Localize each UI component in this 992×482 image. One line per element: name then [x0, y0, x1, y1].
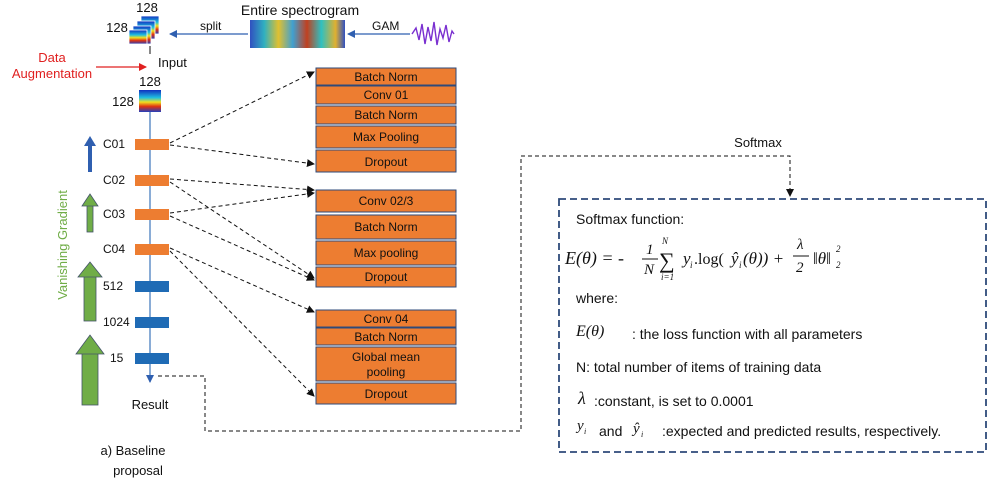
where-label: where:: [575, 290, 618, 306]
svg-text:∑: ∑: [659, 248, 675, 273]
connector-arrows: [169, 71, 315, 397]
layer-label-c04: C04: [103, 242, 125, 256]
svg-text:N: N: [643, 262, 655, 278]
split-spectrogram-stack: [128, 15, 160, 45]
lambda-description: :constant, is set to 0.0001: [594, 393, 754, 409]
y-subscript: i: [584, 427, 586, 436]
n-description: N: total number of items of training dat…: [576, 359, 821, 375]
gam-waveform-icon: [411, 20, 455, 48]
block1-layer-3: Batch Norm: [354, 108, 417, 122]
prediction-description: :expected and predicted results, respect…: [662, 423, 941, 439]
block3-layer-2: Batch Norm: [354, 330, 417, 344]
dim-128-left: 128: [106, 20, 128, 35]
svg-text:i: i: [739, 260, 742, 270]
vanishing-gradient-label: Vanishing Gradient: [55, 190, 70, 300]
block2-layer-2: Batch Norm: [354, 220, 417, 234]
entire-spectrogram-image: [250, 20, 345, 48]
block2-layer-3: Max pooling: [354, 246, 419, 260]
caption-line1: a) Baseline: [100, 443, 165, 458]
svg-text:E(θ) = -: E(θ) = -: [564, 248, 624, 269]
dim-128-input-left: 128: [112, 94, 134, 109]
svg-text:λ: λ: [796, 237, 804, 253]
split-label: split: [200, 19, 222, 33]
block3-layer-3b: pooling: [367, 365, 406, 379]
svg-text:.log(: .log(: [694, 251, 724, 268]
softmax-connector: [158, 155, 794, 432]
augmentation-line1: Data: [38, 50, 66, 65]
gradient-arrow-small: [84, 136, 96, 172]
layer-label-1024: 1024: [103, 315, 130, 329]
svg-text:2: 2: [796, 260, 804, 276]
block3-layer-1: Conv 04: [364, 312, 409, 326]
dim-128-top: 128: [136, 0, 158, 15]
svg-text:‖θ‖: ‖θ‖: [813, 249, 831, 268]
block3: [315, 309, 457, 405]
gradient-arrow-large: [77, 261, 103, 322]
gam-label: GAM: [372, 19, 399, 33]
svg-text:2: 2: [836, 260, 841, 270]
layer-512-block: [135, 281, 169, 292]
block3-layer-4: Dropout: [365, 387, 408, 401]
layer-label-c01: C01: [103, 137, 125, 151]
svg-text:ŷ: ŷ: [729, 249, 739, 268]
spectrogram-title: Entire spectrogram: [241, 2, 359, 18]
yhat-subscript: i: [641, 430, 643, 439]
layer-label-c03: C03: [103, 207, 125, 221]
softmax-top-label: Softmax: [734, 135, 782, 150]
and-word: and: [599, 423, 622, 439]
result-label: Result: [132, 397, 169, 412]
svg-text:i=1: i=1: [661, 272, 674, 282]
svg-text:(θ)) +: (θ)) +: [743, 249, 784, 268]
svg-text:y: y: [681, 249, 691, 268]
block2-layer-4: Dropout: [365, 270, 408, 284]
layer-c01-block: [135, 139, 169, 150]
layer-c03-block: [135, 209, 169, 220]
layer-c02-block: [135, 175, 169, 186]
gradient-arrow-xlarge: [75, 334, 105, 406]
block1: [315, 67, 457, 173]
block2-layer-1: Conv 02/3: [359, 194, 414, 208]
input-label: Input: [158, 55, 187, 70]
svg-text:1: 1: [646, 242, 654, 258]
y-symbol: y: [575, 418, 584, 434]
lambda-symbol: λ: [577, 388, 586, 408]
block1-layer-4: Max Pooling: [353, 130, 419, 144]
loss-symbol: E(θ): [575, 323, 604, 340]
svg-text:2: 2: [836, 244, 841, 254]
block1-layer-2: Conv 01: [364, 88, 409, 102]
augmentation-line2: Augmentation: [12, 66, 92, 81]
softmax-formula: E(θ) = - 1 N N ∑ i=1 y i .log( ŷ i (θ)) …: [564, 236, 841, 282]
block3-layer-3a: Global mean: [352, 350, 420, 364]
layer-15-block: [135, 353, 169, 364]
layer-1024-block: [135, 317, 169, 328]
layer-label-512: 512: [103, 279, 123, 293]
dim-128-input-top: 128: [139, 74, 161, 89]
yhat-symbol: ŷ: [631, 421, 640, 437]
layer-label-c02: C02: [103, 173, 125, 187]
block1-layer-1: Batch Norm: [354, 70, 417, 84]
svg-text:N: N: [661, 236, 669, 246]
caption-line2: proposal: [113, 463, 163, 478]
loss-description: : the loss function with all parameters: [632, 326, 862, 342]
softmax-panel-title: Softmax function:: [576, 211, 684, 227]
layer-c04-block: [135, 244, 169, 255]
softmax-panel: [558, 198, 987, 453]
block1-layer-5: Dropout: [365, 155, 408, 169]
gradient-arrow-medium: [81, 193, 99, 233]
layer-label-15: 15: [110, 351, 124, 365]
input-spectrogram-tile: [139, 90, 161, 112]
block2: [315, 189, 457, 288]
svg-text:i: i: [690, 260, 693, 270]
